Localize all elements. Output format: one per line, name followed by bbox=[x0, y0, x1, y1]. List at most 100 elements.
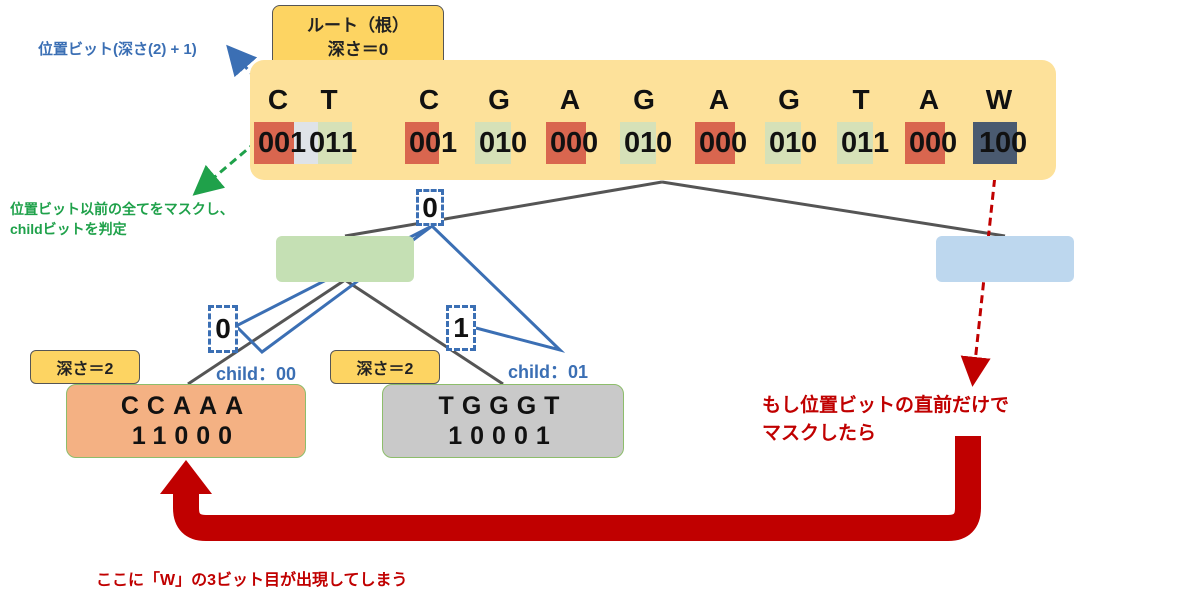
bit-highlight bbox=[254, 122, 294, 164]
sequence-letter: C bbox=[418, 84, 440, 115]
bit-highlight bbox=[294, 122, 318, 164]
sequence-letter: A bbox=[708, 84, 730, 115]
sequence-letter: G bbox=[778, 84, 800, 115]
what-if-note: もし位置ビットの直前だけでマスクしたら bbox=[762, 395, 1010, 444]
bit: 0 bbox=[699, 127, 716, 159]
bit: 0 bbox=[925, 127, 942, 159]
leaf-left-bits: 11000 bbox=[131, 422, 241, 450]
child-label-left: child：00 bbox=[216, 364, 297, 384]
bit: 0 bbox=[425, 127, 442, 159]
bit: 1 bbox=[341, 127, 358, 159]
edge-node-leaf-right bbox=[344, 278, 504, 386]
bit: 0 bbox=[258, 127, 275, 159]
bit: 0 bbox=[274, 127, 291, 159]
position-bit-note: 位置ビット(深さ(2) + 1) bbox=[38, 41, 197, 58]
bit: 1 bbox=[785, 127, 802, 159]
leaf-right-bits: 10001 bbox=[448, 422, 558, 450]
sequence-letter: W bbox=[985, 84, 1013, 115]
edge-root-left bbox=[344, 180, 663, 238]
mask-note: 位置ビット以前の全てをマスクし、 childビットを判定 bbox=[10, 199, 234, 239]
bit-highlight bbox=[620, 122, 656, 164]
sequence-letter: A bbox=[559, 84, 581, 115]
bit: 0 bbox=[995, 127, 1012, 159]
bit-highlight bbox=[475, 122, 511, 164]
sequence-letter: A bbox=[918, 84, 940, 115]
sequence-letter: T bbox=[320, 84, 338, 115]
bit: 0 bbox=[309, 127, 326, 159]
child-label-right: child：01 bbox=[508, 362, 589, 382]
edge-node-leaf-left bbox=[187, 278, 346, 386]
result-note: ここに「W」の3ビット目が出現してしまう bbox=[96, 572, 408, 589]
bit: 0 bbox=[624, 127, 641, 159]
bit: 0 bbox=[656, 127, 673, 159]
left-bit-box: 0 bbox=[208, 305, 238, 353]
bit: 1 bbox=[495, 127, 512, 159]
bit: 0 bbox=[582, 127, 599, 159]
root-depth: 深さ＝0 bbox=[327, 40, 389, 59]
leaf-left: CCAAA 11000 bbox=[66, 384, 306, 458]
sequence-letter: T bbox=[852, 84, 870, 115]
bit: 1 bbox=[640, 127, 657, 159]
sequence-letter: G bbox=[633, 84, 655, 115]
return-arrow-body bbox=[173, 436, 981, 541]
sequence-letter: G bbox=[488, 84, 510, 115]
bit-highlight bbox=[837, 122, 873, 164]
mask-note-line2: childビットを判定 bbox=[10, 221, 127, 237]
mask-note-line1: 位置ビット以前の全てをマスクし、 bbox=[10, 201, 234, 217]
internal-node-left bbox=[276, 236, 414, 282]
bit-highlight bbox=[765, 122, 801, 164]
bit-highlight bbox=[405, 122, 439, 164]
bit: 0 bbox=[511, 127, 528, 159]
bit: 0 bbox=[769, 127, 786, 159]
blue-path-right bbox=[430, 224, 566, 353]
mask-arrow bbox=[192, 140, 257, 196]
bit-highlight bbox=[973, 122, 1017, 164]
bit: 0 bbox=[941, 127, 958, 159]
leaf-right-seq: TGGGT bbox=[438, 392, 568, 420]
depth-tag-left: 深さ＝2 bbox=[30, 350, 140, 384]
leaf-right: TGGGT 10001 bbox=[382, 384, 624, 458]
root-title: ルート（根） bbox=[307, 16, 409, 35]
bit-highlight bbox=[546, 122, 586, 164]
bit: 1 bbox=[290, 127, 307, 159]
sequence-letter: C bbox=[267, 84, 289, 115]
bit: 0 bbox=[550, 127, 567, 159]
right-bit-box: 1 bbox=[446, 305, 476, 351]
bit: 1 bbox=[979, 127, 996, 159]
bit: 0 bbox=[715, 127, 732, 159]
bit: 1 bbox=[441, 127, 458, 159]
bit: 0 bbox=[909, 127, 926, 159]
bit-highlight bbox=[318, 122, 352, 164]
bit: 0 bbox=[841, 127, 858, 159]
bit: 0 bbox=[731, 127, 748, 159]
leaf-left-seq: CCAAA bbox=[120, 392, 252, 420]
bit-highlight bbox=[695, 122, 735, 164]
w-bit-arrow bbox=[960, 165, 998, 387]
bit: 1 bbox=[325, 127, 342, 159]
internal-node-right bbox=[936, 236, 1074, 282]
bit-highlight bbox=[905, 122, 945, 164]
bit: 1 bbox=[857, 127, 874, 159]
bit: 0 bbox=[479, 127, 496, 159]
edge-root-right bbox=[661, 180, 1006, 238]
depth-tag-right: 深さ＝2 bbox=[330, 350, 440, 384]
bit: 0 bbox=[566, 127, 583, 159]
bit: 0 bbox=[801, 127, 818, 159]
bit: 0 bbox=[1011, 127, 1028, 159]
root-bit-box: 0 bbox=[416, 189, 444, 226]
bit: 1 bbox=[873, 127, 890, 159]
return-arrow-head bbox=[160, 460, 212, 494]
bit: 0 bbox=[409, 127, 426, 159]
